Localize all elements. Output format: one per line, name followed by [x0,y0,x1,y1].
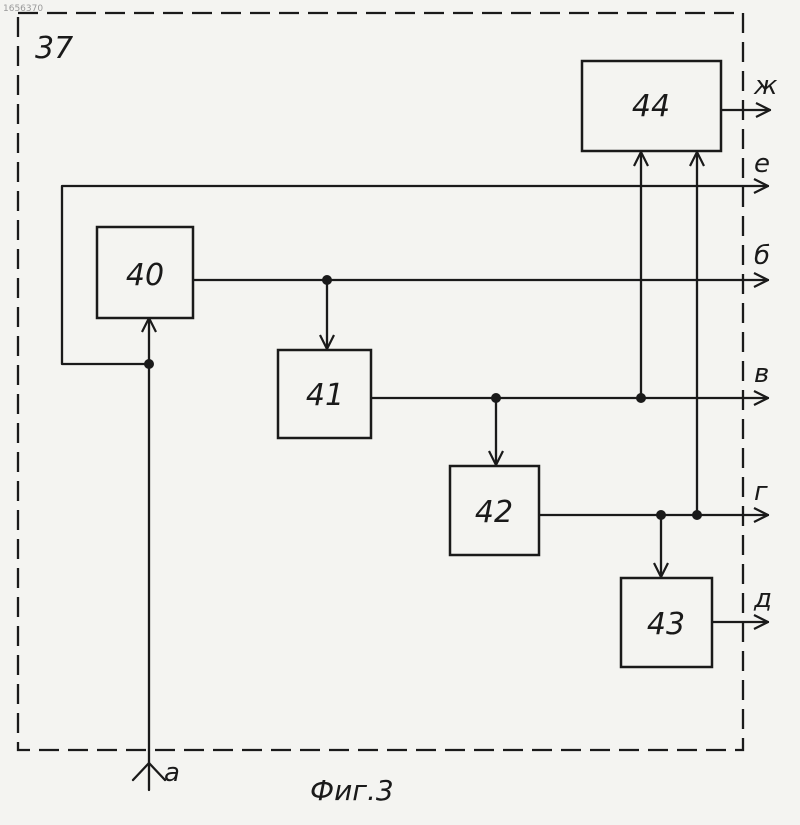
junction-dot [491,393,501,403]
signal-v-label: в [754,359,769,389]
signal-g-label: г [754,477,768,507]
unit-label: 37 [35,31,73,66]
figure-caption: Фиг.3 [310,774,394,807]
signal-b-label: б [754,241,770,271]
block-43-label: 43 [647,607,685,642]
junction-dot [692,510,702,520]
signal-d-label: д [753,584,772,614]
block-44-label: 44 [632,89,670,124]
junction-dot [656,510,666,520]
block-40-label: 40 [126,258,164,293]
block-41-label: 41 [306,378,344,413]
junction-dot [144,359,154,369]
junction-dot [322,275,332,285]
signal-e-label: е [754,149,770,179]
signal-a-label: а [164,758,180,788]
junction-dot [636,393,646,403]
block-42-label: 42 [475,495,513,530]
signal-zh-label: ж [753,71,778,101]
